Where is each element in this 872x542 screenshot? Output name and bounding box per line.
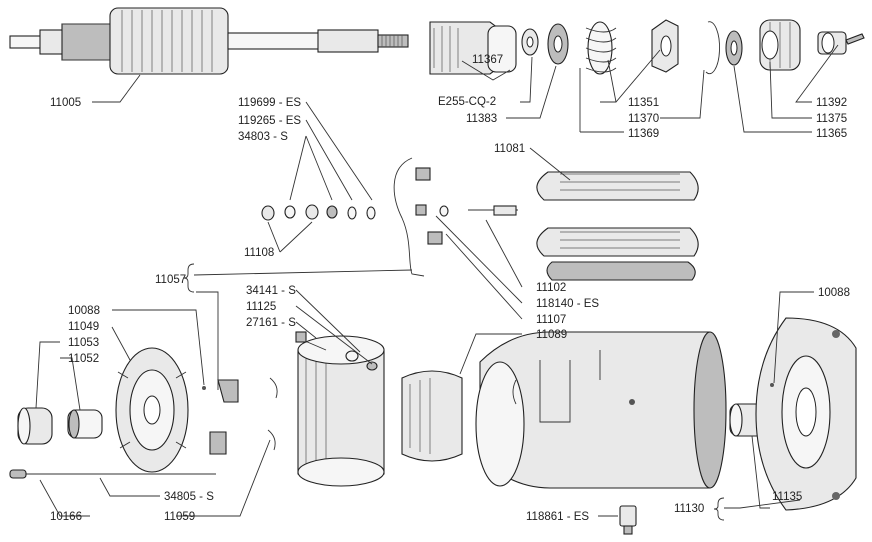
label-119699: 119699 - ES — [238, 97, 301, 109]
label-e255: E255-CQ-2 — [438, 96, 496, 108]
label-11135: 11135 — [772, 491, 802, 503]
drive-end-housing-part — [755, 317, 857, 511]
pole-shoe-part — [401, 370, 463, 462]
label-11053: 11053 — [68, 337, 99, 349]
label-11102: 11102 — [536, 282, 566, 294]
label-10088-right: 10088 — [818, 287, 850, 299]
label-11367: 11367 — [472, 54, 503, 66]
label-34805: 34805 - S — [164, 491, 214, 503]
brush-lead-part — [393, 157, 425, 277]
field-coils-part — [536, 171, 699, 281]
sleeve-part — [651, 19, 679, 73]
label-11392: 11392 — [816, 97, 847, 109]
washer-set-part — [261, 204, 376, 221]
through-bolt-part — [9, 469, 216, 479]
bracket-11057 — [183, 263, 195, 293]
label-11365: 11365 — [816, 128, 847, 140]
nut-part — [817, 31, 865, 55]
label-11370: 11370 — [628, 113, 659, 125]
label-118861: 118861 - ES — [526, 511, 589, 523]
snap-ring-part — [705, 21, 720, 75]
spring-part — [585, 21, 617, 75]
label-11130: 11130 — [674, 503, 704, 515]
plug-part — [619, 505, 637, 535]
label-11081: 11081 — [494, 143, 525, 155]
label-11383: 11383 — [466, 113, 497, 125]
label-11107: 11107 — [536, 314, 566, 326]
label-11125: 11125 — [246, 301, 276, 313]
label-11108: 11108 — [244, 247, 274, 259]
label-34803: 34803 - S — [238, 131, 288, 143]
label-11089: 11089 — [536, 329, 567, 341]
label-11375: 11375 — [816, 113, 847, 125]
leader-lines — [35, 44, 839, 517]
label-11049: 11049 — [68, 321, 99, 333]
label-119265: 119265 - ES — [238, 115, 301, 127]
label-11059: 11059 — [164, 511, 195, 523]
frame-housing-part — [475, 331, 727, 489]
end-plate-part — [115, 347, 189, 473]
bearing-part — [67, 409, 103, 439]
part-labels: 11005 11367 E255-CQ-2 11383 11351 11370 … — [50, 54, 850, 523]
drive-pinion-part — [429, 21, 517, 75]
label-11005: 11005 — [50, 97, 81, 109]
label-118140: 118140 - ES — [536, 298, 599, 310]
armature-part — [9, 7, 409, 75]
label-11369: 11369 — [628, 128, 659, 140]
label-10088-left: 10088 — [68, 305, 100, 317]
bushing-part — [17, 407, 53, 445]
band-part — [297, 335, 385, 487]
label-11351: 11351 — [628, 97, 659, 109]
label-10166: 10166 — [50, 511, 82, 523]
label-11057: 11057 — [155, 274, 186, 286]
label-27161: 27161 - S — [246, 317, 296, 329]
retainer-part — [759, 19, 801, 71]
bracket-11130 — [713, 497, 725, 521]
brush-part — [217, 379, 239, 403]
label-34141: 34141 - S — [246, 285, 296, 297]
label-11052: 11052 — [68, 353, 99, 365]
